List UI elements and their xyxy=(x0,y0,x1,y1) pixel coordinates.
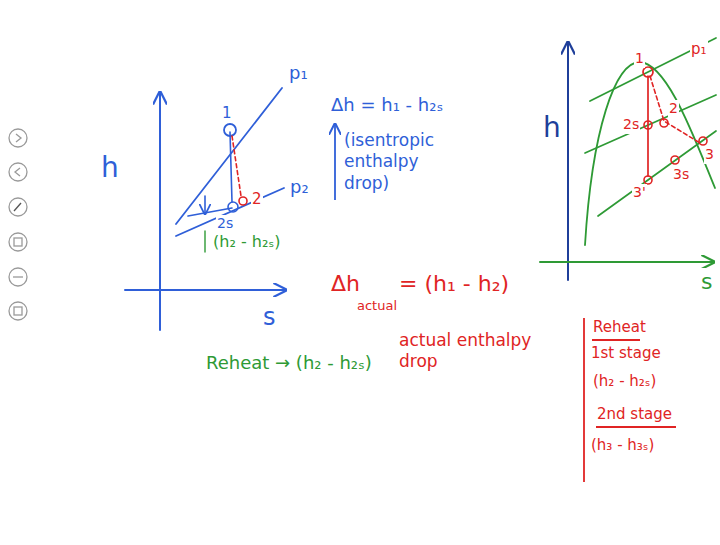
note: actual enthalpy drop xyxy=(398,330,545,373)
note-bracket xyxy=(584,318,676,482)
axis-label: h xyxy=(100,150,120,185)
note-line: 1st stage xyxy=(590,344,662,363)
up-arrow xyxy=(334,124,336,200)
subscript: actual xyxy=(356,298,398,314)
sidebar-icons xyxy=(9,129,27,320)
state-label: 2 xyxy=(251,190,263,209)
pressure-label: p₂ xyxy=(289,176,310,199)
axis-label: h xyxy=(542,110,562,145)
enthalpy-difference: (h₂ - h₂ₛ) xyxy=(212,232,282,252)
state-label: 2s xyxy=(622,116,640,134)
equation: = (h₁ - h₂) xyxy=(398,270,510,298)
equation: Δh xyxy=(330,270,361,298)
note-heading: Reheat xyxy=(592,318,647,337)
axis-label: s xyxy=(262,302,277,332)
note-line: (h₂ - h₂ₛ) xyxy=(592,372,657,391)
state-label: 3' xyxy=(632,184,647,202)
state-label: 3 xyxy=(704,146,715,164)
note: (isentropic enthalpy drop) xyxy=(343,130,445,194)
state-label: 3s xyxy=(672,166,690,184)
state-label: 2 xyxy=(668,100,679,118)
equation: Δh = h₁ - h₂ₛ xyxy=(330,94,444,117)
pressure-label: p₁ xyxy=(690,40,708,59)
state-label: 2s xyxy=(216,215,234,233)
note-line: (h₃ - h₃ₛ) xyxy=(590,436,655,455)
pressure-label: p₁ xyxy=(288,62,309,85)
note: Reheat → (h₂ - h₂ₛ) xyxy=(205,352,373,375)
axis-label: s xyxy=(700,268,713,296)
state-label: 1 xyxy=(221,104,233,123)
right-hs-chart xyxy=(540,38,716,280)
note-heading: 2nd stage xyxy=(596,405,673,424)
left-hs-chart xyxy=(125,88,286,330)
state-label: 1 xyxy=(634,50,645,68)
